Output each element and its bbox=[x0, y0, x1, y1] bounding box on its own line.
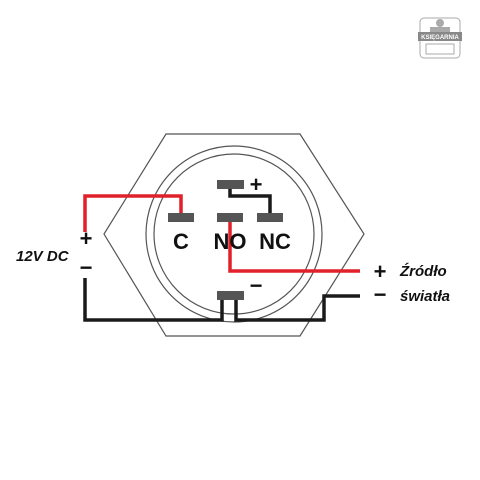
terminal-c-pad bbox=[168, 213, 194, 222]
power-label: 12V DC bbox=[16, 248, 70, 265]
light-negative-wire bbox=[234, 294, 360, 322]
power-negative-wire bbox=[83, 278, 224, 322]
light-positive-wire bbox=[228, 222, 360, 273]
light-minus-sign: − bbox=[374, 282, 387, 307]
light-plus-sign: + bbox=[374, 259, 387, 284]
terminal-no-pad bbox=[217, 213, 243, 222]
terminal-nc-label: NC bbox=[259, 229, 291, 254]
light-label-top: Źródło bbox=[399, 263, 447, 280]
terminal-nc-pad bbox=[257, 213, 283, 222]
led-plus-sign: + bbox=[250, 172, 263, 197]
led-minus-sign: − bbox=[250, 273, 263, 298]
switch-inner-ring bbox=[153, 153, 315, 315]
switch-outer-ring bbox=[145, 145, 323, 323]
power-positive-wire bbox=[83, 194, 183, 232]
bookstore-logo: KSIĘGARNIA bbox=[418, 17, 462, 59]
logo-text: KSIĘGARNIA bbox=[421, 35, 459, 41]
led-plus-pad bbox=[217, 180, 244, 189]
terminal-c-label: C bbox=[173, 229, 189, 254]
led-wire bbox=[228, 188, 272, 213]
power-minus-sign: − bbox=[80, 255, 93, 280]
led-minus-pad bbox=[217, 291, 244, 300]
terminal-no-label: NO bbox=[214, 229, 247, 254]
light-label-bottom: światła bbox=[400, 288, 450, 305]
switch-hexagon bbox=[103, 133, 365, 337]
power-plus-sign: + bbox=[80, 226, 93, 251]
